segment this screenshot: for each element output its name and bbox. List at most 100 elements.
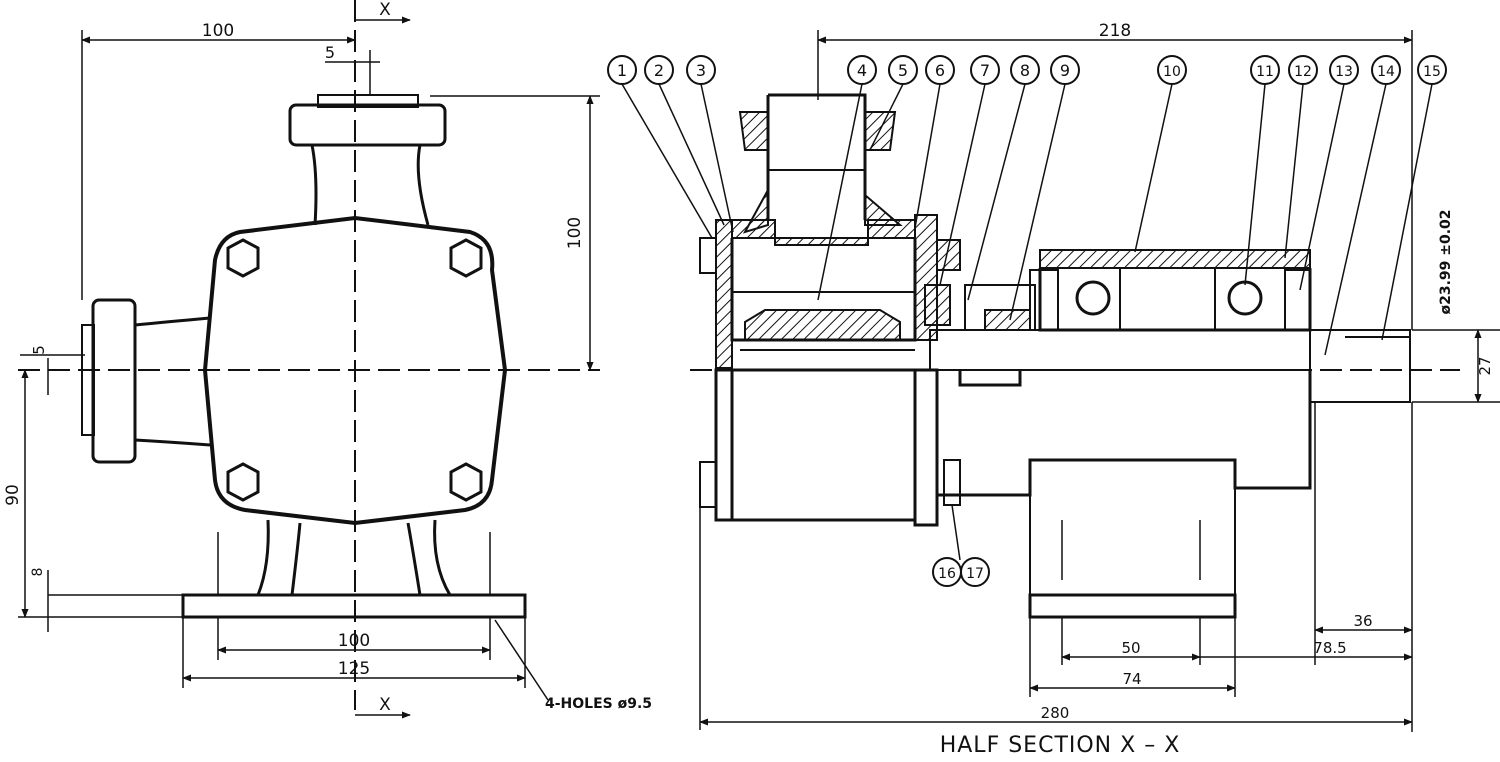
flange-left-section (738, 111, 769, 151)
balloon-6-label: 6 (935, 61, 945, 80)
lip-seal-right (1284, 269, 1311, 331)
leg-left (256, 519, 302, 596)
balloon-4-circle (847, 55, 877, 85)
balloon-12-circle (1288, 55, 1318, 85)
balloon-7-circle (970, 55, 1000, 85)
bearing-spacer (1119, 267, 1216, 331)
balloon-9-leader (1009, 83, 1066, 321)
dim-height-left: 90 (3, 484, 23, 506)
dim-overall-length: 280 (1041, 704, 1070, 722)
balloon-2-circle (644, 55, 674, 85)
left-neck (134, 316, 211, 447)
balloon-11-circle (1250, 55, 1280, 85)
balloon-14-leader (1324, 83, 1387, 356)
shaft-extension (1309, 329, 1411, 403)
front-view: 100 5 X 100 5 90 8 100 125 (3, 0, 652, 719)
balloon-17-label: 17 (966, 566, 984, 582)
balloon-7-leader (939, 83, 986, 286)
casing-body (202, 215, 508, 526)
dim-foot-50: 50 (1121, 639, 1140, 657)
balloon-2-label: 2 (654, 61, 664, 80)
dim-foot-74: 74 (1122, 670, 1141, 688)
section-caption: HALF SECTION X – X (940, 733, 1181, 758)
balloon-11-label: 11 (1256, 64, 1274, 80)
balloon-8-label: 8 (1020, 61, 1030, 80)
balloon-5-label: 5 (898, 61, 908, 80)
dim-diameter-tol: ø23.99 ±0.02 (1438, 209, 1454, 314)
bearing-housing-lower (937, 370, 1312, 497)
balloon-9-circle (1050, 55, 1080, 85)
balloon-3-circle (686, 55, 716, 85)
balloon-13-circle (1329, 55, 1359, 85)
balloon-1-label: 1 (617, 61, 627, 80)
balloon-14-label: 14 (1377, 64, 1395, 80)
dim-offset-left: 5 (30, 345, 48, 355)
pump-body-lower (730, 368, 917, 522)
dim-height-right: 100 (565, 217, 585, 249)
cover-bolt-top (699, 237, 717, 274)
port-rib-right (864, 192, 903, 226)
balloon-3-label: 3 (696, 61, 706, 80)
balloon-17-circle (960, 557, 990, 587)
leg-right (406, 519, 452, 596)
balloon-10-label: 10 (1163, 64, 1181, 80)
bolt-top-right (449, 238, 483, 278)
balloon-1-leader (621, 83, 713, 239)
balloon-15-leader (1381, 83, 1433, 341)
balloon-6-circle (925, 55, 955, 85)
top-port (766, 93, 867, 220)
balloon-6-leader (914, 83, 941, 229)
balloon-8-leader (967, 83, 1026, 301)
bearing-ball-right (1227, 280, 1263, 316)
holes-note: 4-HOLES ø9.5 (545, 696, 652, 712)
balloon-5-leader (869, 83, 904, 151)
dim-foot-thickness: 8 (30, 568, 46, 577)
bolt-bottom-right (449, 462, 483, 502)
balloon-12-label: 12 (1294, 64, 1312, 80)
balloon-15-label: 15 (1423, 64, 1441, 80)
mechanical-seal (924, 284, 951, 326)
bolt-bottom-left (226, 462, 260, 502)
balloon-3-leader (700, 83, 734, 233)
balloon-10-circle (1157, 55, 1187, 85)
balloon-11-leader (1244, 83, 1266, 286)
bearing-housing (1039, 249, 1311, 269)
balloon-10-leader (1134, 83, 1173, 253)
bracket-bolt (943, 459, 961, 506)
balloon-14-circle (1371, 55, 1401, 85)
dim-top-width: 100 (202, 21, 234, 41)
left-flange-face (81, 324, 95, 436)
bearing-ball-left (1075, 280, 1111, 316)
port-rib-left (742, 189, 769, 234)
top-flange-face (317, 94, 419, 108)
dim-shaft-78: 78.5 (1313, 639, 1346, 657)
shaft (929, 329, 1311, 371)
impeller (744, 309, 901, 341)
bearing-housing-outline (1038, 268, 1312, 332)
dim-overall-top: 218 (1099, 21, 1131, 41)
dim-base-width: 125 (338, 659, 370, 679)
balloon-16-label: 16 (938, 566, 956, 582)
section-mark-bottom: X (379, 695, 391, 715)
bolt-top-left (226, 238, 260, 278)
balloon-12-leader (1284, 83, 1304, 259)
seal-face (984, 309, 1031, 331)
balloon-5-circle (888, 55, 918, 85)
balloon-9-label: 9 (1060, 61, 1070, 80)
balloon-13-label: 13 (1335, 64, 1353, 80)
casing-cover-section (715, 219, 733, 369)
dim-bolt-spacing: 100 (338, 631, 370, 651)
balloon-7-label: 7 (980, 61, 990, 80)
balloon-8-circle (1010, 55, 1040, 85)
balloon-16-17-leader (951, 504, 961, 561)
casing-cover-lower (714, 368, 734, 522)
top-flange (288, 103, 447, 147)
balloon-1-circle (607, 55, 637, 85)
dim-shaft-36: 36 (1353, 612, 1372, 630)
balloon-15-circle (1417, 55, 1447, 85)
balloon-2-leader (658, 83, 725, 226)
balloon-4-label: 4 (857, 61, 867, 80)
